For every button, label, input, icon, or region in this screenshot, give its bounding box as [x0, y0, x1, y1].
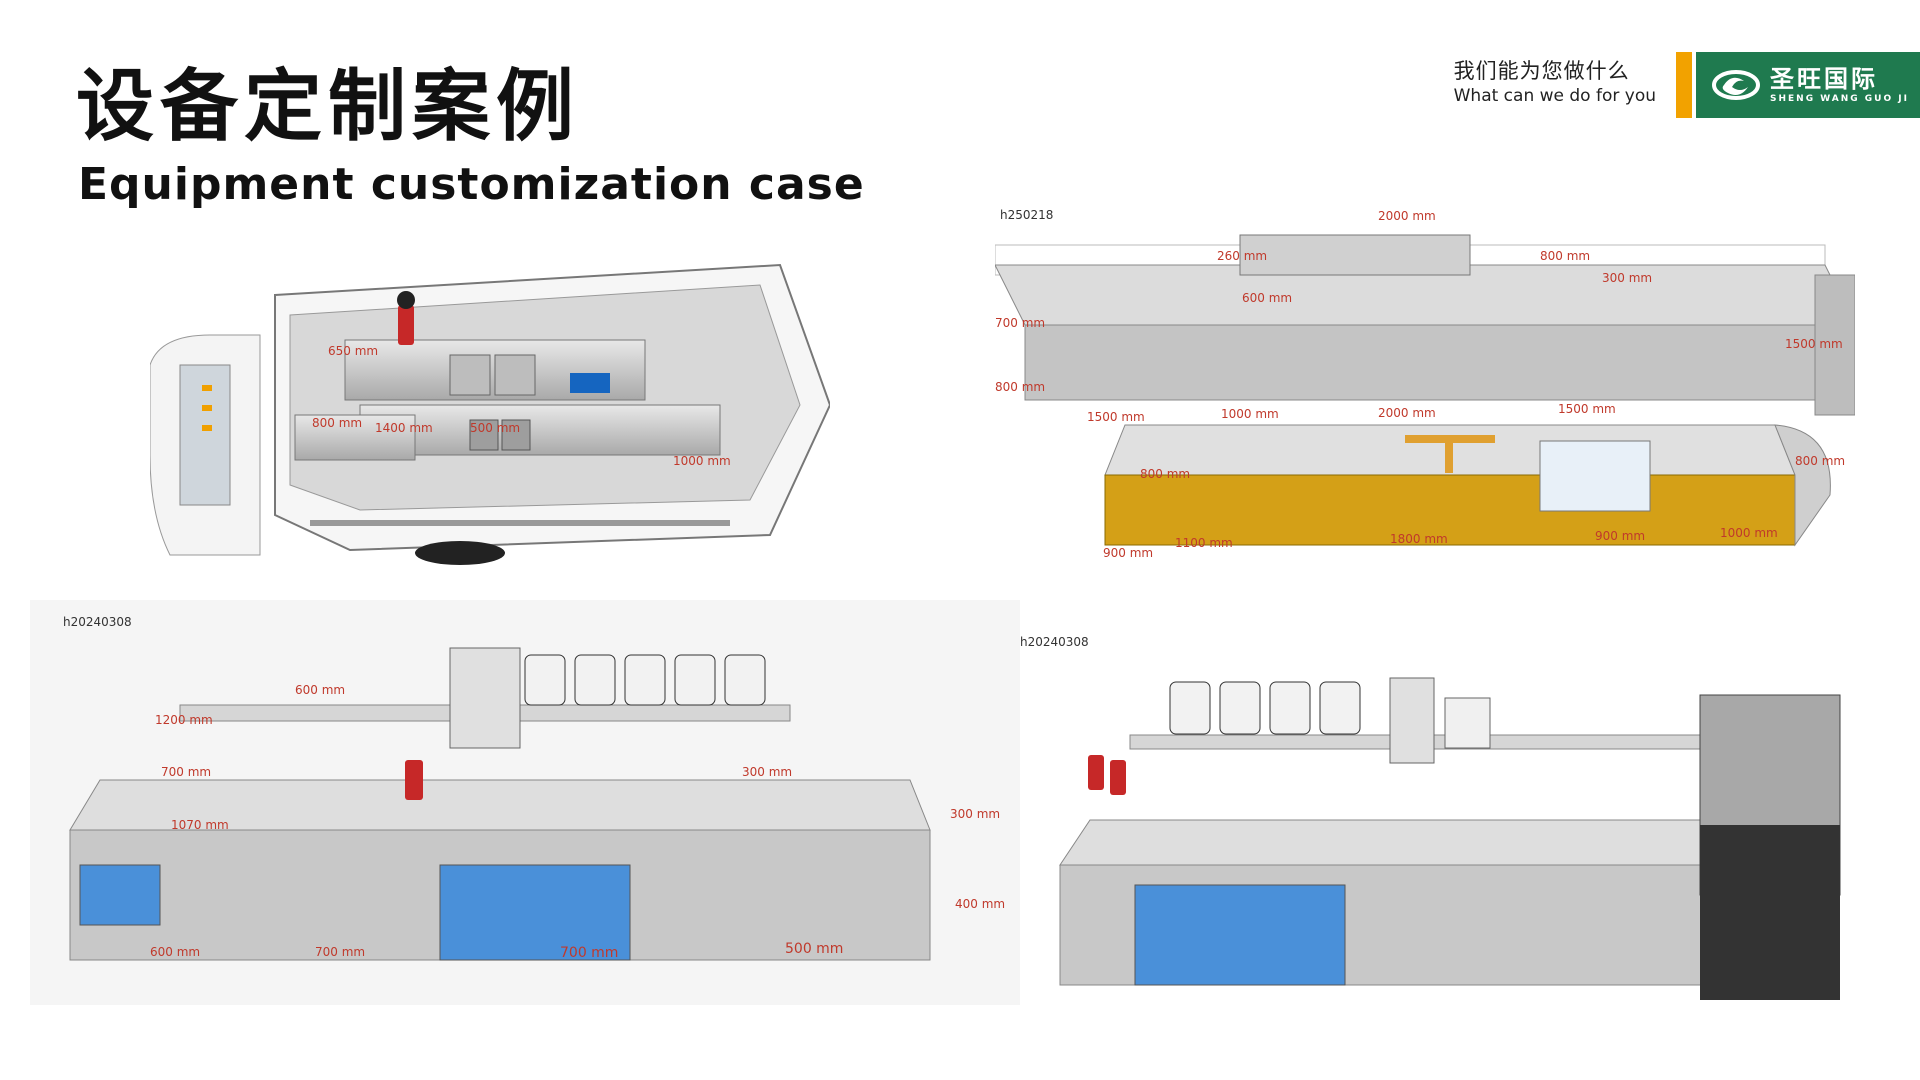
dim-label: 900 mm	[1595, 529, 1645, 543]
dim-label: 800 mm	[1795, 454, 1845, 468]
brand-name-cn: 圣旺国际	[1770, 64, 1878, 93]
dim-label: 500 mm	[470, 421, 520, 435]
dim-label: 900 mm	[1103, 546, 1153, 560]
case-tea-station-right-render: h20240308 600 mm 1200 mm 700 mm 1070 mm	[1020, 620, 1920, 1005]
dim-label: 800 mm	[995, 380, 1045, 394]
dim-label: 400 mm	[955, 897, 1005, 911]
dim-label: 650 mm	[328, 344, 378, 358]
dim-label: 1000 mm	[1221, 407, 1279, 421]
dim-label: 600 mm	[295, 683, 345, 697]
brand-logo: 圣旺国际 SHENG WANG GUO JI	[1696, 52, 1920, 118]
page-subtitle: Equipment customization case	[78, 159, 865, 210]
case-bar-counter-render: h250218 2000 mm 260 mm 800 mm 300 mm 700…	[995, 205, 1855, 580]
dim-label: 2000 mm	[1378, 209, 1436, 223]
dim-label: 700 mm	[560, 945, 618, 961]
dim-label: 700 mm	[161, 765, 211, 779]
page-title: 设备定制案例	[76, 62, 581, 152]
dim-label: 300 mm	[742, 765, 792, 779]
tagline-cn: 我们能为您做什么	[1453, 59, 1630, 83]
case-code: h20240308	[63, 615, 132, 629]
dim-label: 1500 mm	[1785, 337, 1843, 351]
accent-bar	[1676, 52, 1692, 118]
dim-label: 1200 mm	[155, 713, 213, 727]
dim-label: 260 mm	[1217, 249, 1267, 263]
dim-label: 600 mm	[150, 945, 200, 959]
dim-label: 800 mm	[1540, 249, 1590, 263]
dim-label: 1500 mm	[1087, 410, 1145, 424]
case-tea-station-left-render: h20240308 600 mm 1200 mm 700 mm 1070 mm …	[30, 600, 1020, 1005]
dim-label: 1000 mm	[1720, 526, 1778, 540]
dim-label: 300 mm	[1602, 271, 1652, 285]
dim-label: 2000 mm	[1378, 406, 1436, 420]
dim-label: 700 mm	[995, 316, 1045, 330]
dim-label: 500 mm	[785, 941, 843, 957]
dim-label: 1070 mm	[171, 818, 229, 832]
brand-logo-icon	[1712, 70, 1760, 100]
dim-label: 1100 mm	[1175, 536, 1233, 550]
dim-label: 800 mm	[1140, 467, 1190, 481]
tagline-en: What can we do for you	[1453, 86, 1656, 107]
case-truck-render: 650 mm 800 mm 1400 mm 500 mm 1000 mm	[150, 255, 830, 567]
dim-label: 800 mm	[312, 416, 362, 430]
dim-label: 1000 mm	[673, 454, 731, 468]
dim-label: 1400 mm	[375, 421, 433, 435]
dim-label: 600 mm	[1242, 291, 1292, 305]
dim-label: 1800 mm	[1390, 532, 1448, 546]
dim-label: 1500 mm	[1558, 402, 1616, 416]
case-code: h250218	[1000, 208, 1054, 222]
dim-label: 300 mm	[950, 807, 1000, 821]
brand-name-en: SHENG WANG GUO JI	[1770, 93, 1909, 104]
dim-label: 700 mm	[315, 945, 365, 959]
case-code: h20240308	[1020, 635, 1089, 649]
tagline: 我们能为您做什么 What can we do for you	[1454, 58, 1656, 109]
